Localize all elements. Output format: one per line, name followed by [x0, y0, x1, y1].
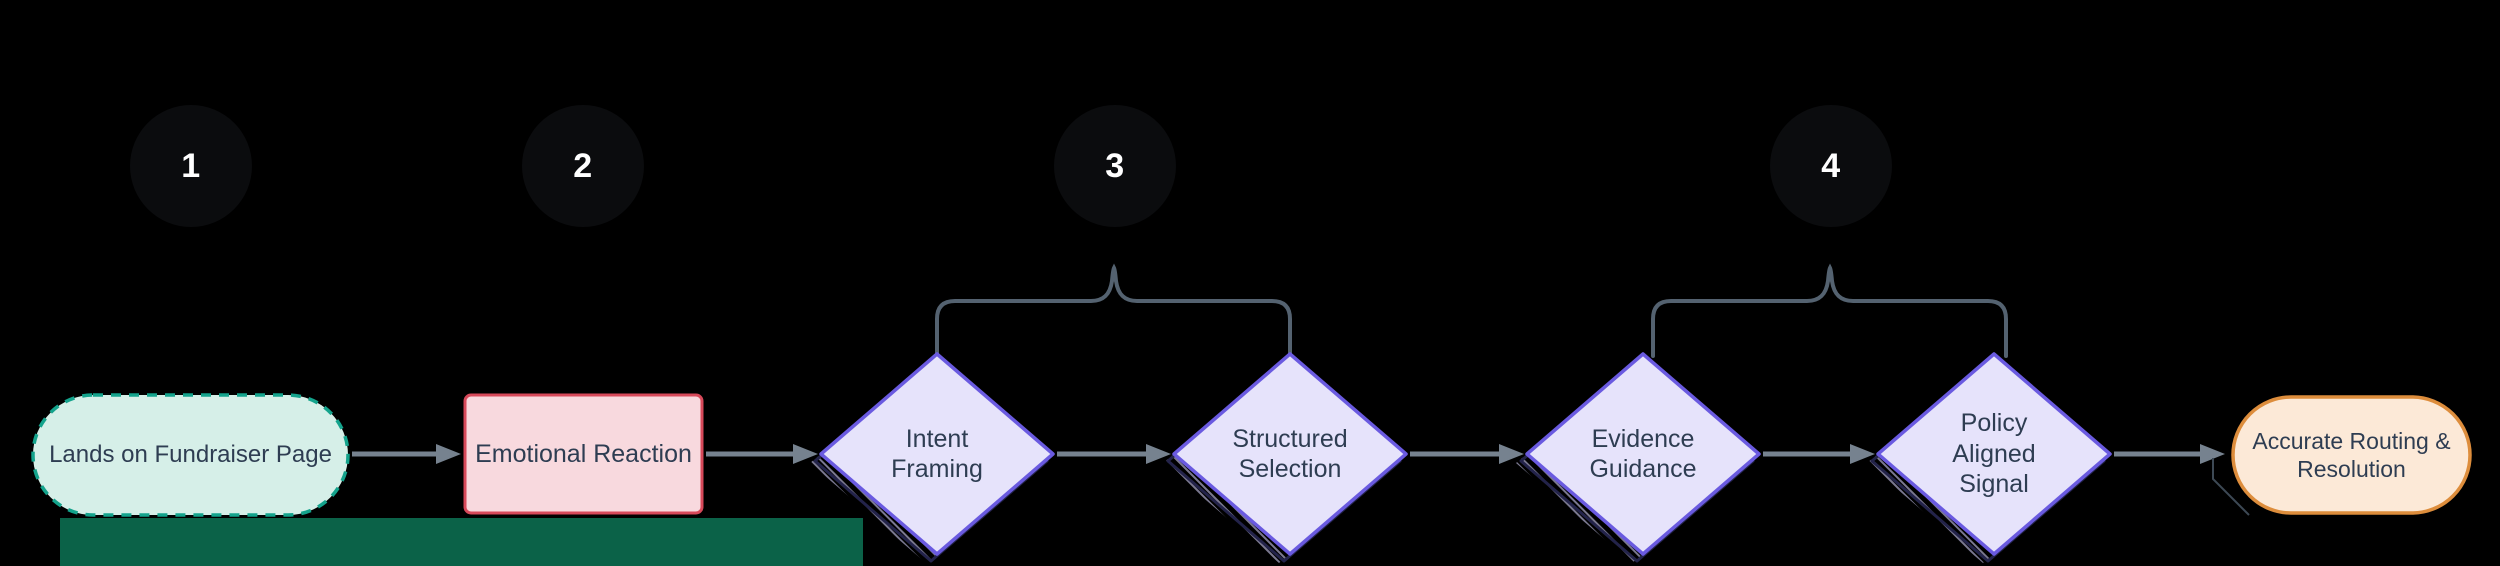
arrow-head	[793, 444, 818, 464]
arrow-head	[2200, 444, 2225, 464]
arrow-evidence-to-policy	[1763, 444, 1875, 464]
step-badge-number: 4	[1821, 146, 1841, 185]
step-badge-number: 3	[1105, 146, 1125, 185]
green-accent-bar	[60, 518, 863, 566]
arrow-intent-to-selection	[1057, 444, 1171, 464]
arrow-head	[1146, 444, 1171, 464]
diamond-hatch-shadow	[1867, 454, 1994, 563]
arrow-head	[436, 444, 461, 464]
node-emotion-shape	[463, 393, 704, 515]
diamond-evidence-guidance	[1525, 352, 1761, 556]
node-start-shape	[31, 393, 350, 517]
step-badge-1: 1	[130, 105, 252, 227]
diamond-hatch-shadow	[1163, 454, 1290, 563]
diamond-hatch-shadow	[810, 454, 937, 563]
brace-step-4	[1651, 263, 2008, 358]
diamond-intent-framing	[819, 352, 1055, 556]
brace-step-3	[935, 263, 1292, 358]
step-badge-2: 2	[522, 105, 644, 227]
diamond-structured-selection	[1172, 352, 1408, 556]
node-end-shape	[2231, 395, 2472, 515]
diamond-hatch-shadows	[810, 454, 1994, 563]
end-pill-shadow-line	[2212, 458, 2250, 516]
step-badge-number: 1	[181, 146, 201, 185]
arrow-emotion-to-intent	[706, 444, 818, 464]
arrow-selection-to-evidence	[1410, 444, 1524, 464]
arrow-head	[1850, 444, 1875, 464]
diamond-hatch-shadow	[1516, 454, 1643, 563]
diamond-policy-aligned-signal	[1876, 352, 2112, 556]
step-badge-number: 2	[573, 146, 593, 185]
arrow-head	[1499, 444, 1524, 464]
step-badge-4: 4	[1770, 105, 1892, 227]
arrow-policy-to-end	[2114, 444, 2225, 464]
step-badge-3: 3	[1054, 105, 1176, 227]
connector-arrows	[352, 444, 2225, 464]
arrow-start-to-emotion	[352, 444, 461, 464]
